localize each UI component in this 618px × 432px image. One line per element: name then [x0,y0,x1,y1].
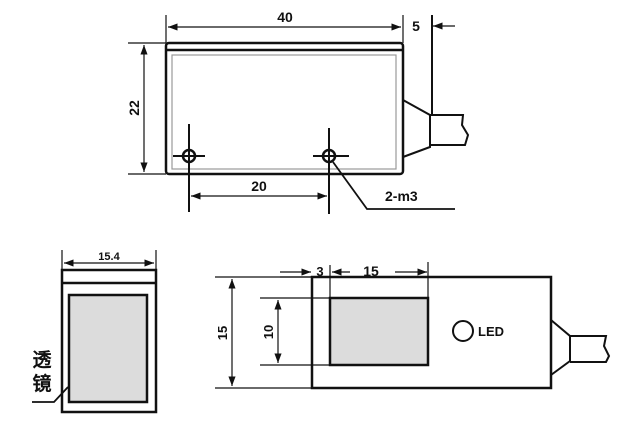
dim-5-label: 5 [412,18,420,34]
lens-window [67,293,149,404]
cable-gland-side [550,319,571,376]
sensor-body-top [164,41,405,176]
emitter-window [328,296,430,367]
dim-10-label: 10 [261,325,276,339]
body-inner-outline [171,54,397,170]
led-indicator-icon [452,320,474,342]
cable-side [570,335,611,363]
cable-gland [402,99,431,158]
mounting-hole-1 [173,124,205,212]
mounting-hole-2 [313,128,349,214]
lens-leader-line [32,386,69,403]
dim-20-label: 20 [251,178,267,194]
dim-22-label: 22 [126,100,142,116]
dim-15-4-label: 15.4 [98,251,120,263]
front-view: 15.4 透 镜 [32,250,158,414]
led-label: LED [478,324,504,339]
dim-40-label: 40 [277,9,293,25]
dim-15-vertical-label: 15 [215,326,230,340]
lens-label-2: 镜 [32,372,51,395]
lens-label-1: 透 [32,349,52,371]
sensor-body-side [310,275,553,390]
side-view: LED 15 10 3 15 [215,262,611,390]
dim-15-horizontal-label: 15 [363,263,379,279]
hole-leader-line [332,161,455,210]
top-view: 40 5 22 20 2-m3 [126,9,470,214]
dim-3-label: 3 [316,264,323,279]
hole-label: 2-m3 [385,188,418,204]
cable [430,114,470,146]
sensor-body-front [60,268,158,414]
